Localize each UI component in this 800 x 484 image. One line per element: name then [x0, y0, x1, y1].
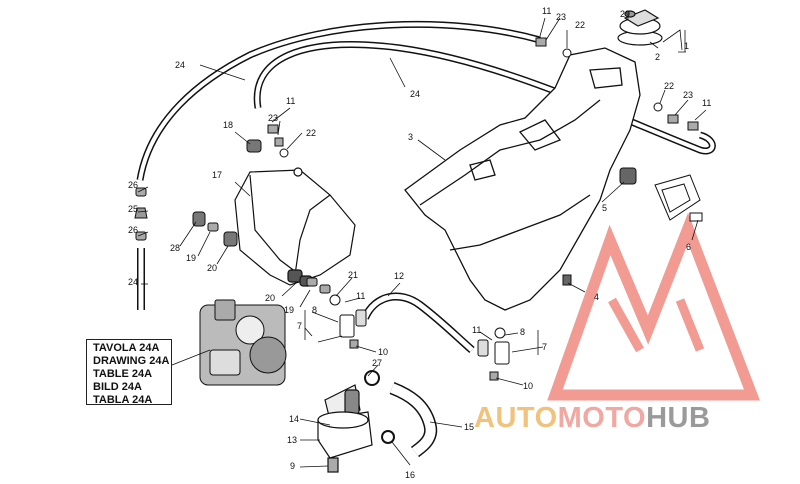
callout-11c: 11	[702, 98, 711, 108]
callout-8a: 8	[312, 305, 317, 315]
reference-line: BILD 24A	[93, 381, 142, 393]
callout-28: 28	[170, 243, 180, 253]
callout-11e: 11	[472, 325, 481, 335]
callout-29: 29	[620, 9, 630, 19]
callout-24c: 24	[128, 277, 138, 287]
callout-21: 21	[348, 270, 358, 280]
callout-11d: 11	[356, 291, 365, 301]
callout-7a: 7	[297, 321, 302, 331]
reference-line: DRAWING 24A	[93, 355, 170, 367]
callout-27: 27	[372, 358, 382, 368]
fuel-hose-15	[389, 381, 438, 458]
watermark-logo	[547, 212, 760, 401]
callout-12: 12	[394, 271, 404, 281]
expansion-tank	[234, 167, 356, 287]
callout-13: 13	[287, 435, 297, 445]
fuel-tank	[404, 47, 641, 311]
mount-bracket	[654, 174, 703, 222]
callout-26a: 26	[128, 180, 138, 190]
callout-10b: 10	[523, 381, 533, 391]
callout-22a: 22	[575, 20, 585, 30]
callout-23b: 23	[268, 113, 278, 123]
callout-14: 14	[289, 414, 299, 424]
watermark-hub: HUB	[646, 402, 711, 434]
fuel-pump	[317, 370, 395, 473]
watermark-text: AUTOMOTOHUB	[474, 402, 710, 435]
rubber-pad	[619, 167, 637, 185]
callout-8b: 8	[520, 327, 525, 337]
fuel-cock-left	[329, 294, 367, 349]
callout-23c: 23	[683, 90, 693, 100]
filler-cap	[617, 9, 663, 46]
callout-5: 5	[602, 203, 607, 213]
callout-20b: 20	[265, 293, 275, 303]
callout-4: 4	[594, 292, 599, 302]
callout-7b: 7	[542, 342, 547, 352]
callout-3: 3	[408, 132, 413, 142]
drawing-reference-box: TAVOLA 24A DRAWING 24A TABLE 24A BILD 24…	[86, 339, 172, 406]
watermark-moto: MOTO	[557, 402, 647, 434]
breather-hose-upper	[136, 20, 541, 181]
callout-19b: 19	[284, 305, 294, 315]
callout-2: 2	[655, 52, 660, 62]
callout-9: 9	[290, 461, 295, 471]
leader-lines	[137, 12, 707, 468]
callout-25: 25	[128, 204, 138, 214]
callout-10a: 10	[378, 347, 388, 357]
callout-17: 17	[212, 170, 222, 180]
callout-26b: 26	[128, 225, 138, 235]
fuel-hose-12	[361, 292, 475, 353]
callout-15: 15	[464, 422, 474, 432]
callout-20a: 20	[207, 263, 217, 273]
callout-6: 6	[686, 242, 691, 252]
callout-24b: 24	[410, 89, 420, 99]
reference-line: TABLA 24A	[93, 394, 153, 406]
callout-19a: 19	[186, 253, 196, 263]
callout-22b: 22	[306, 128, 316, 138]
callout-24a: 24	[175, 60, 185, 70]
callout-1: 1	[684, 41, 689, 51]
reference-line: TABLE 24A	[93, 368, 153, 380]
callout-11a: 11	[542, 6, 551, 16]
callout-23a: 23	[556, 12, 566, 22]
carburetor	[199, 299, 287, 386]
callout-22c: 22	[664, 81, 674, 91]
reference-line: TAVOLA 24A	[93, 342, 160, 354]
callout-11b: 11	[286, 96, 295, 106]
callout-labels: 1 2 3 4 5 6 7 7 8 8 9 10 10 11 11 11 11 …	[128, 6, 711, 480]
breather-hose-long	[253, 41, 716, 155]
fuel-cock-right	[477, 327, 510, 381]
callout-18: 18	[223, 120, 233, 130]
watermark-auto: AUTO	[474, 402, 558, 434]
callout-16: 16	[405, 470, 415, 480]
